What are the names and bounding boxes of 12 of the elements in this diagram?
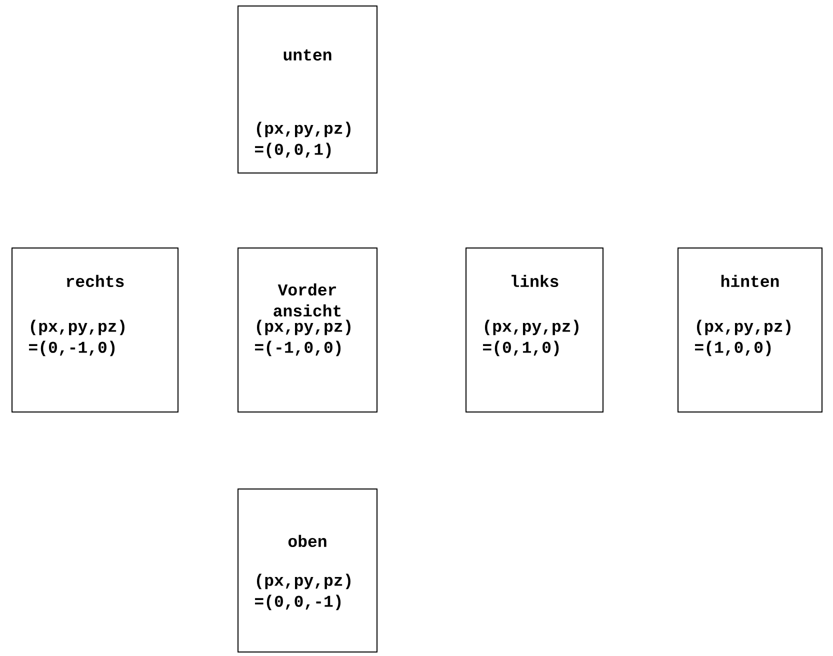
coordinate-text: (px,py,pz) =(0,0,1) bbox=[255, 122, 350, 158]
view-title: hinten bbox=[721, 274, 779, 288]
view-title: rechts bbox=[66, 274, 124, 288]
view-title: links bbox=[512, 274, 558, 288]
coordinate-text: (px,py,pz) =(-1,0,0) bbox=[255, 320, 350, 356]
coordinate-text: (px,py,pz) =(0,1,0) bbox=[483, 320, 578, 356]
coordinate-text: (px,py,pz) =(0,-1,0) bbox=[29, 320, 124, 356]
coordinate-text: (px,py,pz) =(0,0,-1) bbox=[255, 574, 350, 610]
view-title: Vorder ansicht bbox=[274, 283, 341, 317]
coordinate-text: (px,py,pz) =(1,0,0) bbox=[695, 320, 790, 356]
view-title: oben bbox=[288, 534, 326, 548]
view-title: unten bbox=[284, 49, 332, 61]
